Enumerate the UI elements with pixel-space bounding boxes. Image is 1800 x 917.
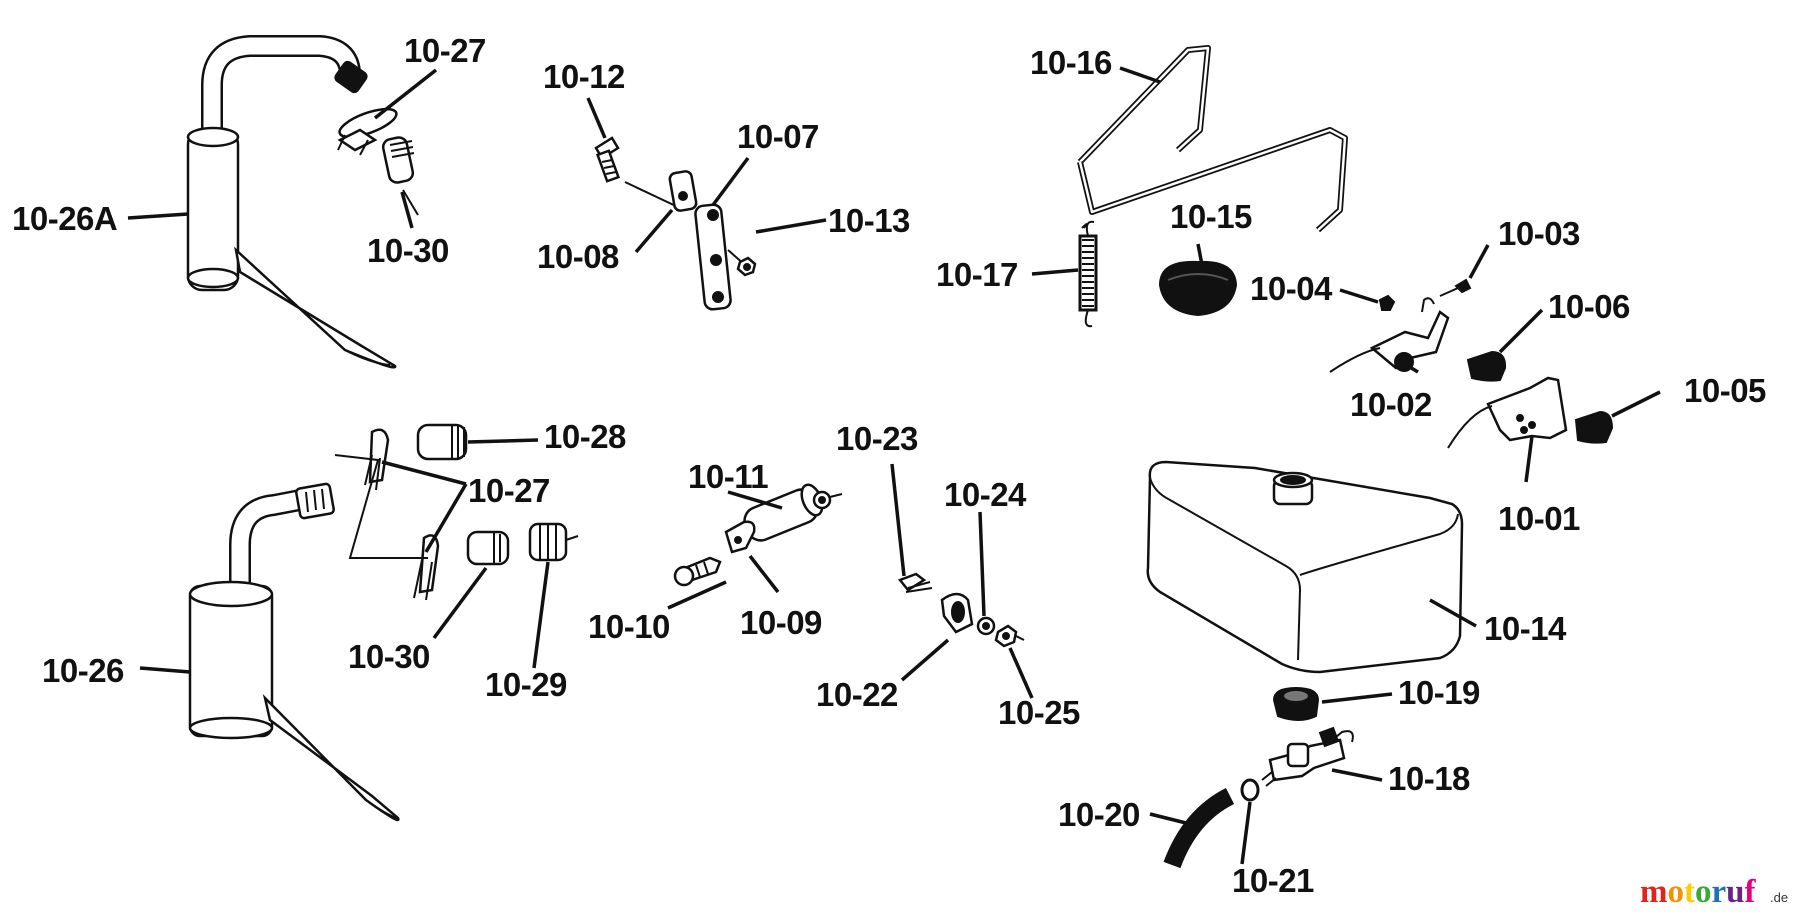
label-10-24: 10-24 xyxy=(944,476,1027,513)
label-10-29: 10-29 xyxy=(485,666,567,703)
label-10-23: 10-23 xyxy=(836,420,918,457)
label-10-19: 10-19 xyxy=(1398,674,1480,711)
label-10-07: 10-07 xyxy=(737,118,819,155)
label-10-30-lower: 10-30 xyxy=(348,638,430,675)
label-10-05: 10-05 xyxy=(1684,372,1766,409)
label-10-18: 10-18 xyxy=(1388,760,1470,797)
label-10-30-upper: 10-30 xyxy=(367,232,449,269)
hose-clamp-21 xyxy=(1240,778,1260,802)
clamp-assembly-11 xyxy=(673,483,843,587)
control-lever-lower xyxy=(1447,376,1614,449)
insert-28 xyxy=(416,423,468,461)
part-labels: 10-26A 10-27 10-30 10-12 10-07 10-08 10-… xyxy=(12,32,1767,899)
label-10-25: 10-25 xyxy=(998,694,1080,731)
watermark-logo: motoruf .de xyxy=(1640,874,1788,910)
clamp-assembly-22 xyxy=(897,572,1025,648)
fuel-tank xyxy=(1146,460,1464,674)
nut-29 xyxy=(528,522,579,562)
muffler-lower xyxy=(188,482,400,822)
label-10-13: 10-13 xyxy=(828,202,910,239)
shutoff-valve xyxy=(1261,726,1354,787)
label-10-17: 10-17 xyxy=(936,256,1018,293)
throttle-wire xyxy=(1077,45,1348,233)
label-10-03: 10-03 xyxy=(1498,215,1580,252)
bracket-assembly xyxy=(594,136,757,311)
label-10-10: 10-10 xyxy=(588,608,670,645)
label-10-11: 10-11 xyxy=(688,458,768,495)
watermark-brand: motoruf xyxy=(1640,874,1757,910)
label-10-15: 10-15 xyxy=(1170,198,1252,235)
label-10-20: 10-20 xyxy=(1058,796,1140,833)
fuel-cap xyxy=(1158,260,1238,317)
muffler-upper xyxy=(186,35,397,369)
leader-lines xyxy=(127,66,1661,865)
insert-30-lower xyxy=(466,530,510,566)
label-10-16: 10-16 xyxy=(1030,44,1112,81)
control-lever-upper xyxy=(1329,278,1507,382)
label-10-21: 10-21 xyxy=(1232,862,1314,899)
label-10-09: 10-09 xyxy=(740,604,822,641)
label-10-26a: 10-26A xyxy=(12,200,117,237)
spring xyxy=(1078,220,1098,328)
label-10-04: 10-04 xyxy=(1250,270,1333,307)
label-10-22: 10-22 xyxy=(816,676,898,713)
label-10-12: 10-12 xyxy=(543,58,625,95)
label-10-08: 10-08 xyxy=(537,238,619,275)
label-10-26: 10-26 xyxy=(42,652,124,689)
watermark-suffix: .de xyxy=(1770,890,1788,905)
label-10-27-lower: 10-27 xyxy=(468,472,550,509)
label-10-06: 10-06 xyxy=(1548,288,1630,325)
label-10-01: 10-01 xyxy=(1498,500,1580,537)
label-10-02: 10-02 xyxy=(1350,386,1432,423)
clamp-upper xyxy=(337,107,398,156)
bushing-19 xyxy=(1272,686,1320,721)
label-10-14: 10-14 xyxy=(1484,610,1567,647)
insert-upper xyxy=(381,136,419,216)
label-10-27-upper: 10-27 xyxy=(404,32,486,69)
label-10-28: 10-28 xyxy=(544,418,626,455)
fuel-hose xyxy=(1163,787,1235,869)
